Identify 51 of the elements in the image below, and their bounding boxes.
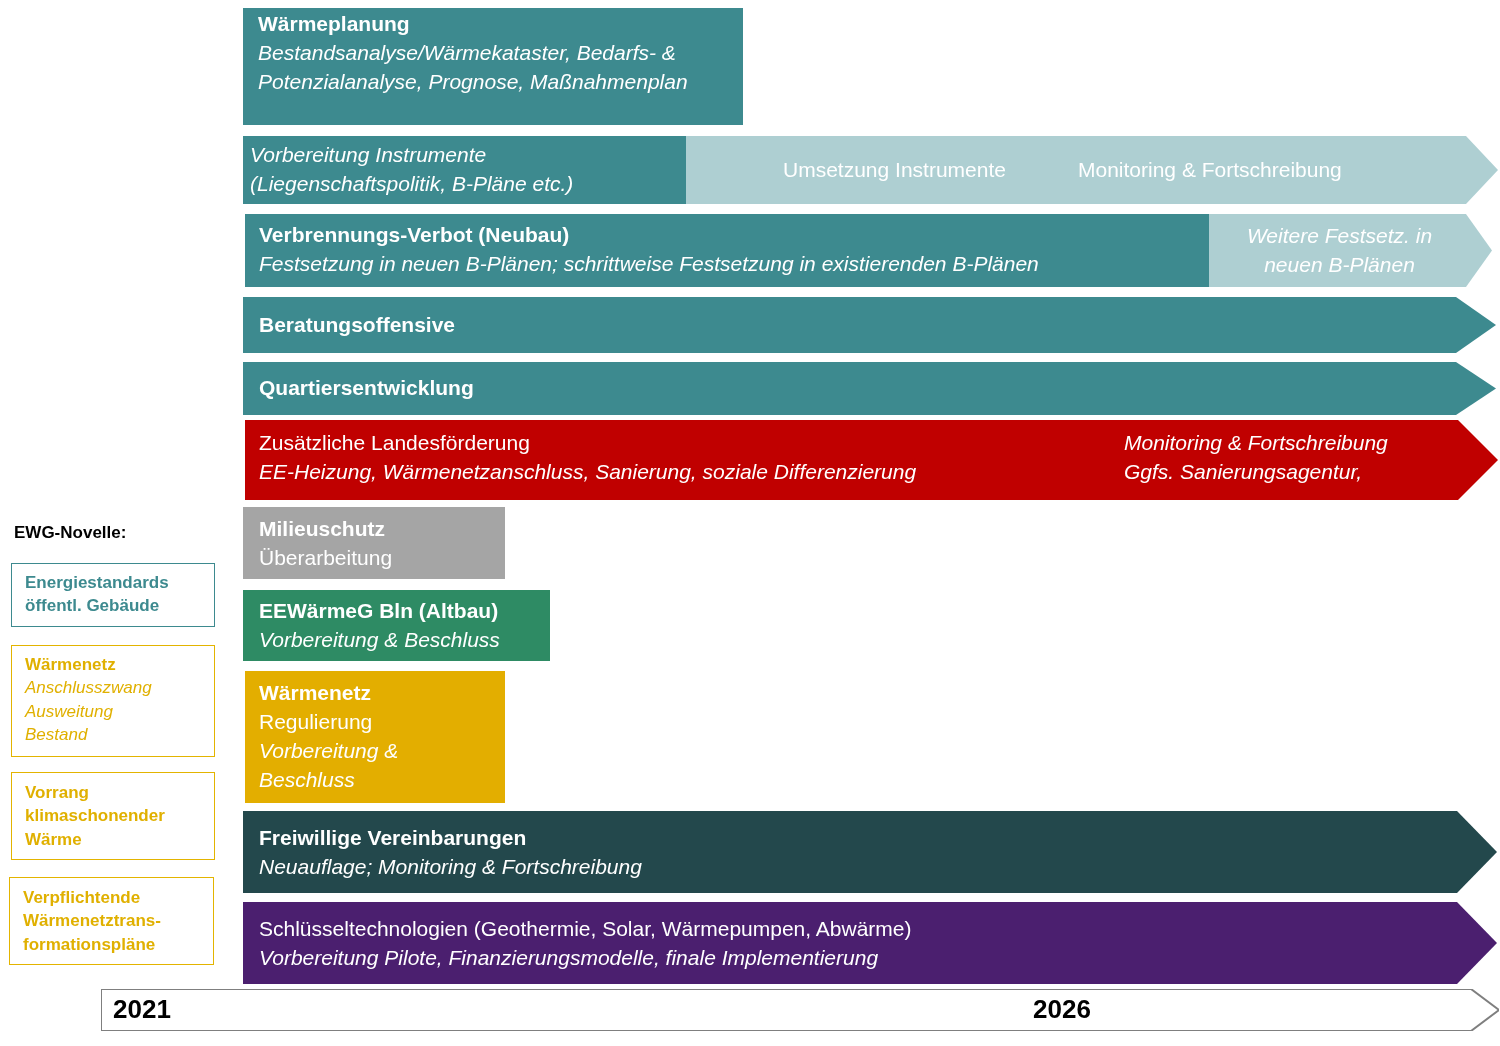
phase-bar — [243, 136, 686, 204]
phase-band — [1209, 214, 1492, 287]
bar-text: Monitoring & Fortschreibung — [1124, 430, 1388, 456]
bar-heading: Milieuschutz — [259, 516, 386, 542]
bar-text: Ggfs. Sanierungsagentur, — [1124, 459, 1363, 485]
bar-text: Festsetzung in neuen B-Plänen; schrittweise Festsetzung in existierenden B-Plänen — [259, 250, 1040, 277]
bar-text: Bestandsanalyse/Wärmekataster, Bedarfs- & Potenzialanalyse, Prognose, Maßnahmenplan — [258, 39, 689, 95]
phase-band — [243, 902, 1497, 984]
bar-text: Weitere Festsetz. in neuen B-Plänen — [1245, 223, 1434, 278]
bar-heading: EEWärmeG Bln (Altbau) — [259, 598, 500, 624]
bar-text: Zusätzliche Landesförderung — [259, 430, 530, 456]
bar-text: Energiestandards öffentl. Gebäude — [25, 572, 170, 618]
phase-band — [243, 811, 1497, 893]
phase-bar — [243, 590, 550, 661]
bar-text: Monitoring & Fortschreibung — [1078, 157, 1342, 183]
timeline-band — [101, 989, 1499, 1031]
bar-heading: Wärmenetz — [259, 680, 373, 706]
bar-text: Vorbereitung Pilote, Finanzierungsmodelle, finale Implementierung — [259, 944, 880, 971]
bar-text: 2026 — [1033, 993, 1091, 1026]
bar-text: Regulierung — [259, 708, 374, 735]
phase-bar — [245, 671, 505, 803]
bar-text: Vorbereitung & Beschluss — [259, 626, 501, 653]
bar-text: 2021 — [113, 993, 171, 1026]
amendment-box — [11, 563, 215, 627]
amendment-box — [9, 877, 214, 965]
phase-band — [243, 297, 1496, 353]
phase-band — [245, 420, 1498, 500]
bar-text: Quartiersentwicklung — [259, 375, 475, 401]
amendment-box — [11, 645, 215, 757]
bar-text: Umsetzung Instrumente — [783, 157, 1006, 183]
bar-text: Vorbereitung & Beschluss — [259, 737, 400, 793]
bar-text: Verpflichtende Wärmenetztrans- formationspläne — [23, 887, 162, 956]
phase-bar — [245, 214, 1209, 287]
bar-text: Neuauflage; Monitoring & Fortschreibung — [259, 853, 643, 880]
bar-heading: Verbrennungs-Verbot (Neubau) — [259, 222, 571, 248]
bar-text: Anschlusszwang Ausweitung Bestand — [25, 677, 153, 747]
section-label: EWG-Novelle: — [14, 522, 127, 544]
bar-heading: Wärmeplanung — [258, 11, 411, 37]
bar-text: Vorrang klimaschonender Wärme — [25, 782, 166, 851]
phase-bar — [243, 8, 743, 125]
bar-text: EE-Heizung, Wärmenetzanschluss, Sanierung, soziale Differenzierung — [259, 459, 917, 485]
phase-bar — [243, 507, 505, 579]
bar-text: Beratungsoffensive — [259, 312, 457, 338]
bar-heading: Freiwillige Vereinbarungen — [259, 825, 528, 851]
phase-band — [686, 136, 1498, 204]
bar-heading: Schlüsseltechnologien (Geothermie, Solar, Wärmepumpen, Abwärme) — [259, 916, 913, 942]
bar-text: Vorbereitung Instrumente (Liegenschaftspolitik, B-Pläne etc.) — [250, 142, 575, 197]
bar-heading: Wärmenetz — [25, 654, 117, 676]
bar-text: Überarbeitung — [259, 544, 394, 571]
phase-band — [243, 362, 1496, 415]
amendment-box — [11, 772, 215, 860]
